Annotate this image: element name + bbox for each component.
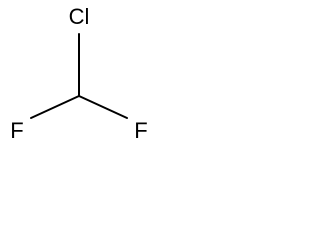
bond-c-f-left bbox=[30, 95, 80, 119]
bond-c-f-right bbox=[78, 95, 128, 119]
structure-diagram: Cl F F bbox=[10, 4, 147, 143]
atom-label-fluorine-left: F bbox=[10, 118, 23, 143]
atom-label-fluorine-right: F bbox=[134, 118, 147, 143]
atom-label-chlorine: Cl bbox=[69, 4, 90, 29]
molecule-structure: Cl F F bbox=[0, 0, 158, 148]
